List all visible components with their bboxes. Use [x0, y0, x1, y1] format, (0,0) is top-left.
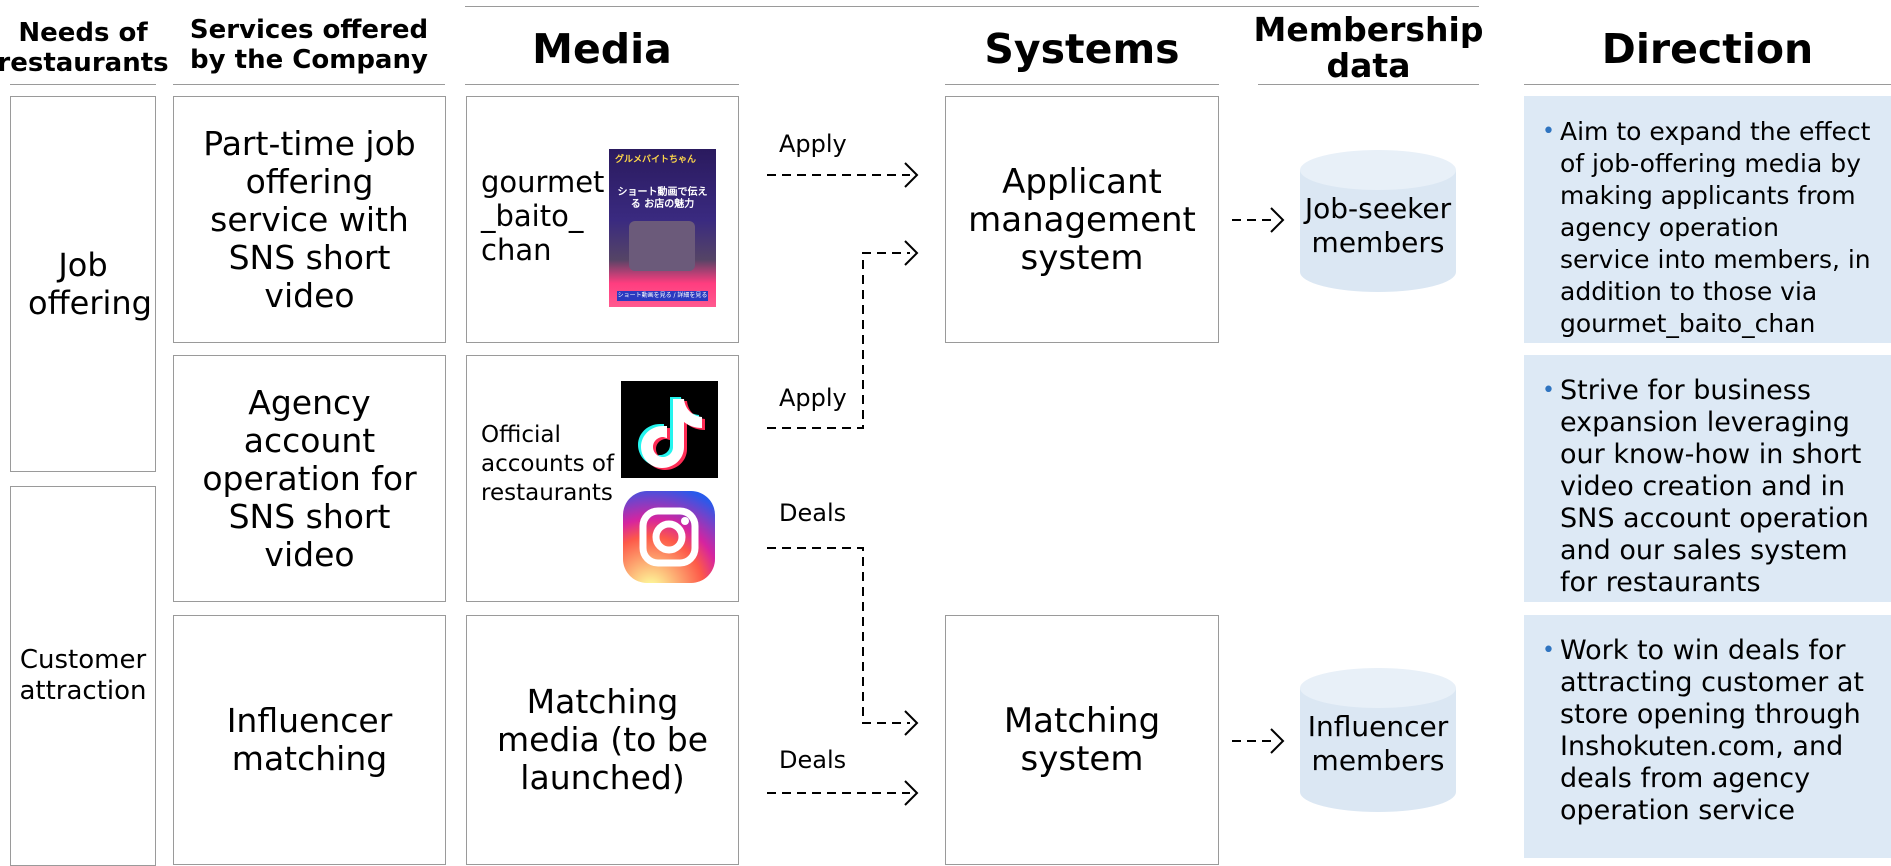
media-official-label: Official accounts of restaurants: [481, 422, 615, 506]
bullet-icon: •: [1542, 638, 1555, 663]
direction-agency: •Strive for business expansion leveragin…: [1524, 355, 1891, 602]
service-influencer-matching: Influencer matching: [173, 615, 446, 865]
need-job-offering: Job offering: [10, 96, 156, 472]
gourmet-baito-chan-thumbnail: グルメバイトちゃん ショート動画で伝える お店の魅力 ショート動画を見る / 詳…: [609, 149, 716, 307]
arrowhead-apply-1: [904, 162, 919, 188]
thumb-brand: グルメバイトちゃん: [615, 155, 697, 165]
bullet-icon: •: [1542, 378, 1555, 403]
instagram-icon: [623, 491, 715, 583]
header-direction: Direction: [1524, 14, 1891, 85]
thumb-headline: ショート動画で伝える お店の魅力: [617, 187, 708, 210]
bullet-icon: •: [1542, 119, 1555, 144]
direction-job-offering: •Aim to expand the effect of job-offerin…: [1524, 96, 1891, 343]
flow-label-apply-1: Apply: [779, 130, 847, 158]
thumb-photo: [629, 221, 695, 271]
arrow-deals-1: [767, 547, 910, 724]
membership-influencers-label: Influencer members: [1307, 710, 1449, 777]
service-part-time-job: Part-time job offering service with SNS …: [173, 96, 446, 343]
header-top-rule: [465, 6, 1479, 7]
header-systems: Systems: [945, 14, 1219, 85]
direction-2-text: Strive for business expansion leveraging…: [1560, 375, 1869, 598]
service-influencer-matching-label: Influencer matching: [226, 701, 393, 778]
direction-matching: •Work to win deals for attracting custom…: [1524, 615, 1891, 858]
arrowhead-deals-1: [904, 710, 919, 736]
arrowhead-influencers: [1270, 728, 1285, 754]
service-agency-account-label: Agency account operation for SNS short v…: [202, 382, 417, 574]
media-gourmet-baito-chan: gourmet _baito_ chan グルメバイトちゃん ショート動画で伝え…: [466, 96, 739, 343]
media-matching: Matching media (to be launched): [466, 615, 739, 865]
cylinder-influencers: Influencer members: [1300, 668, 1456, 812]
system-matching-label: Matching system: [1003, 701, 1161, 779]
database-icon: [1300, 668, 1456, 812]
flow-label-deals-2: Deals: [779, 746, 847, 774]
direction-1-text: Aim to expand the effect of job-offering…: [1560, 117, 1871, 338]
arrowhead-deals-2: [904, 780, 919, 806]
need-customer-attraction: Customer attraction: [10, 486, 156, 866]
system-applicant-management: Applicant management system: [945, 96, 1219, 343]
media-official-accounts: Official accounts of restaurants: [466, 355, 739, 602]
header-needs: Needs of restaurants: [0, 12, 169, 85]
header-services: Services offered by the Company: [173, 5, 445, 85]
header-media: Media: [465, 14, 739, 85]
system-applicant-label: Applicant management system: [968, 161, 1196, 278]
flow-label-apply-2: Apply: [779, 384, 847, 412]
arrowhead-apply-2: [904, 240, 919, 266]
thumb-footer: ショート動画を見る / 詳細を見る: [617, 291, 708, 301]
media-matching-label: Matching media (to be launched): [496, 682, 709, 797]
media-gourmet-label: gourmet _baito_ chan: [481, 165, 605, 267]
membership-job-seekers-label: Job-seeker members: [1304, 192, 1452, 259]
direction-3-text: Work to win deals for attracting custome…: [1560, 635, 1864, 826]
service-part-time-job-label: Part-time job offering service with SNS …: [203, 123, 416, 315]
flow-label-deals-1: Deals: [779, 499, 847, 527]
need-customer-attraction-label: Customer attraction: [19, 645, 147, 706]
tiktok-icon: [621, 381, 718, 478]
cylinder-job-seekers: Job-seeker members: [1300, 150, 1456, 292]
need-job-offering-label: Job offering: [28, 246, 152, 322]
service-agency-account: Agency account operation for SNS short v…: [173, 355, 446, 602]
header-membership: Membership data: [1253, 10, 1484, 85]
system-matching: Matching system: [945, 615, 1219, 865]
database-icon: [1300, 150, 1456, 292]
arrowhead-jobseekers: [1270, 207, 1285, 233]
